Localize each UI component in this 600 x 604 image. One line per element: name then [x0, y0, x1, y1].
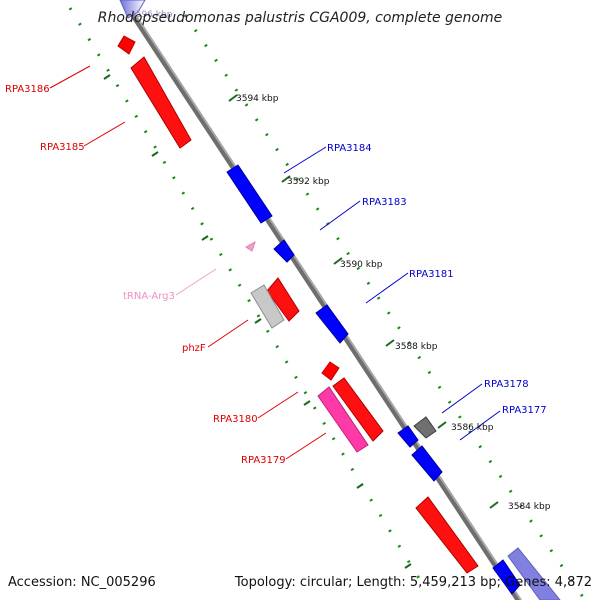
gene-label[interactable]: RPA3178	[484, 379, 529, 390]
leader-RPA3177	[459, 410, 501, 441]
gene-RPA3180[interactable]	[332, 377, 384, 442]
gene-RPA3177[interactable]	[413, 416, 437, 439]
tick-mark	[201, 235, 209, 241]
tick-mark	[385, 339, 395, 347]
tick-label: 3592 kbp	[287, 177, 330, 187]
gene-top-faded[interactable]	[119, 0, 146, 19]
tick-mark	[333, 257, 343, 265]
tick-label: 3584 kbp	[508, 502, 551, 512]
gene-label[interactable]: RPA3177	[502, 405, 547, 416]
gene-label[interactable]: RPA3180	[213, 414, 258, 425]
tick-mark	[404, 563, 412, 569]
gene-labels: RPA3186 RPA3185 RPA3184 RPA3183 RPA3181 …	[5, 84, 547, 466]
leader-RPA3183	[319, 200, 361, 231]
leader-RPA3181	[365, 272, 409, 304]
gene-pseudo[interactable]	[250, 284, 285, 329]
label-leaders	[49, 65, 501, 460]
gene-label[interactable]: RPA3186	[5, 84, 50, 95]
gene-RPA3184[interactable]	[226, 164, 273, 224]
accession-label: Accession: NC_005296	[8, 575, 156, 590]
leader-tRNA-Arg3	[175, 268, 217, 296]
tick-mark	[281, 175, 291, 183]
gene-blue-lower[interactable]	[411, 445, 443, 482]
gene-red-bottom[interactable]	[415, 496, 479, 574]
backbone-shade	[130, 7, 522, 601]
leader-RPA3184	[283, 146, 327, 174]
genome-summary: Topology: circular; Length: 5,459,213 bp…	[234, 575, 592, 590]
gene-label[interactable]: phzF	[182, 343, 206, 354]
leader-RPA3179	[285, 432, 327, 460]
tick-label: 3588 kbp	[395, 342, 438, 352]
gene-label[interactable]: RPA3181	[409, 269, 454, 280]
gene-RPA3186[interactable]	[117, 35, 136, 55]
gene-label[interactable]: RPA3185	[40, 142, 85, 153]
gene-RPA3181[interactable]	[315, 304, 349, 344]
map-title: Rhodopseudomonas palustris CGA009, compl…	[97, 10, 503, 26]
leader-RPA3178	[441, 383, 483, 414]
gene-RPA3185[interactable]	[130, 56, 192, 149]
tick-mark	[356, 483, 364, 489]
leader-RPA3186	[49, 65, 91, 89]
tick-label: 3596 kbp	[130, 10, 173, 20]
tick-mark	[254, 318, 262, 324]
leader-RPA3180	[257, 391, 299, 419]
tick-mark	[489, 501, 499, 509]
gene-RPA3183[interactable]	[273, 239, 295, 263]
gene-RPA3178[interactable]	[397, 425, 419, 448]
gene-phzF[interactable]	[266, 277, 300, 322]
gene-label[interactable]: RPA3179	[241, 455, 286, 466]
tick-mark	[303, 400, 311, 406]
tick-label: 3590 kbp	[340, 260, 383, 270]
gene-label[interactable]: tRNA-Arg3	[123, 291, 175, 302]
gene-RPA3179[interactable]	[317, 386, 369, 453]
tick-mark	[151, 151, 159, 157]
tick-labels: 3596 kbp 3594 kbp 3592 kbp 3590 kbp 3588…	[130, 10, 551, 512]
tick-mark	[228, 94, 238, 102]
leader-RPA3185	[83, 121, 126, 147]
gene-tRNA-Arg3[interactable]	[245, 240, 256, 252]
tick-label: 3594 kbp	[236, 94, 279, 104]
gene-red-small[interactable]	[321, 361, 340, 381]
tick-mark	[103, 74, 111, 80]
gene-blue-bottom[interactable]	[492, 559, 521, 595]
leader-phzF	[207, 319, 249, 348]
gene-label[interactable]: RPA3183	[362, 197, 407, 208]
gene-label[interactable]: RPA3184	[327, 143, 372, 154]
tick-mark	[437, 421, 447, 429]
tick-marks-left	[103, 74, 412, 569]
backbone	[125, 5, 521, 603]
tick-label: 3586 kbp	[451, 423, 494, 433]
tick-marks	[228, 94, 499, 509]
